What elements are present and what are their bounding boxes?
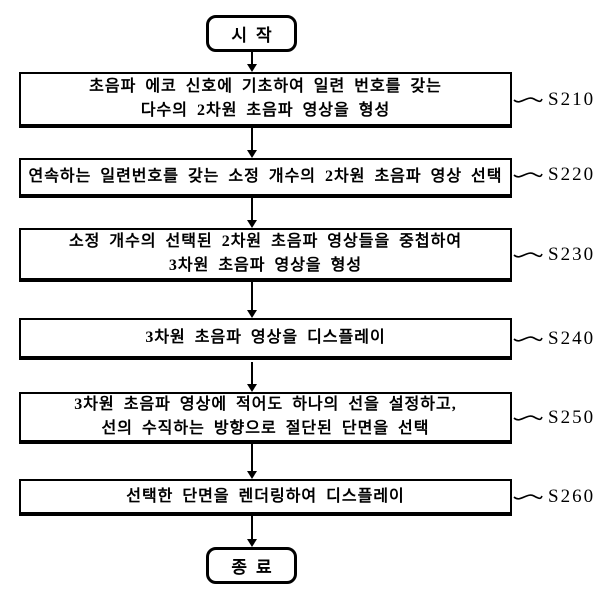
process-step-s250: 3차원 초음파 영상에 적어도 하나의 선을 설정하고, 선의 수직하는 방향으…	[19, 392, 512, 444]
start-terminator: 시작	[206, 15, 297, 52]
leader-squiggle-icon	[513, 172, 543, 178]
process-step-s230: 소정 개수의 선택된 2차원 초음파 영상들을 중첩하여 3차원 초음파 영상을…	[19, 228, 512, 282]
step-text-line: 연속하는 일련번호를 갖는 소정 개수의 2차원 초음파 영상 선택	[28, 168, 503, 185]
step-text-line: 3차원 초음파 영상을 형성	[168, 257, 363, 274]
process-step-s210: 초음파 에코 신호에 기초하여 일련 번호를 갖는 다수의 2차원 초음파 영상…	[19, 72, 512, 128]
step-ref-label: S210	[548, 89, 596, 110]
flow-arrow-down-icon	[247, 51, 257, 72]
leader-squiggle-icon	[513, 97, 543, 103]
step-ref-s260: S260	[513, 485, 595, 509]
end-terminator: 종료	[206, 547, 297, 584]
leader-squiggle-icon	[513, 336, 543, 342]
process-step-s260: 선택한 단면을 렌더링하여 디스플레이	[19, 479, 512, 516]
step-ref-label: S240	[548, 328, 596, 349]
flow-arrow-down-icon	[247, 516, 257, 547]
step-text-line: 3차원 초음파 영상에 적어도 하나의 선을 설정하고,	[74, 396, 457, 413]
flow-arrow-down-icon	[247, 444, 257, 479]
step-text-line: 소정 개수의 선택된 2차원 초음파 영상들을 중첩하여	[68, 233, 463, 250]
process-step-s240: 3차원 초음파 영상을 디스플레이	[19, 318, 512, 360]
step-text-line: 선의 수직하는 방향으로 절단된 단면을 선택	[101, 420, 430, 437]
flow-arrow-down-icon	[247, 128, 257, 158]
step-text-line: 3차원 초음파 영상을 디스플레이	[145, 329, 386, 346]
step-ref-label: S230	[548, 244, 596, 265]
leader-squiggle-icon	[513, 252, 543, 258]
flow-arrow-down-icon	[247, 282, 257, 318]
step-ref-label: S260	[548, 486, 596, 507]
flow-arrow-down-icon	[247, 198, 257, 228]
step-ref-s210: S210	[513, 88, 595, 112]
step-ref-s230: S230	[513, 243, 595, 267]
flow-arrow-down-icon	[247, 362, 257, 392]
leader-squiggle-icon	[513, 415, 543, 421]
step-ref-label: S220	[548, 164, 596, 185]
step-text-line: 초음파 에코 신호에 기초하여 일련 번호를 갖는	[89, 78, 442, 95]
step-ref-s250: S250	[513, 406, 595, 430]
step-text-line: 선택한 단면을 렌더링하여 디스플레이	[126, 487, 405, 505]
step-ref-s240: S240	[513, 327, 595, 351]
end-label: 종료	[231, 558, 281, 577]
step-ref-label: S250	[548, 407, 596, 428]
step-ref-s220: S220	[513, 163, 595, 187]
process-step-s220: 연속하는 일련번호를 갖는 소정 개수의 2차원 초음파 영상 선택	[19, 158, 512, 198]
step-text-line: 다수의 2차원 초음파 영상을 형성	[140, 102, 391, 119]
leader-squiggle-icon	[513, 494, 543, 500]
start-label: 시작	[231, 26, 281, 45]
